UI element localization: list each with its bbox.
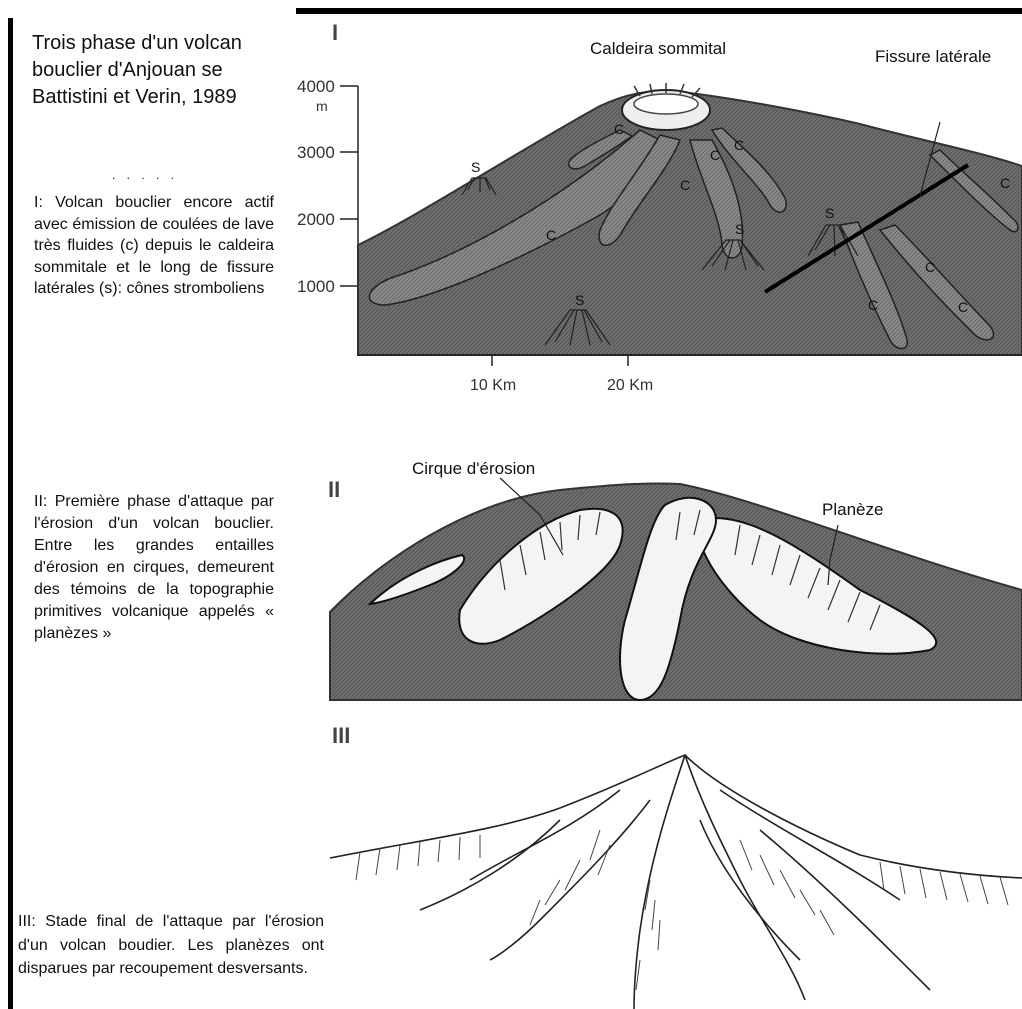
elevation-unit: m	[316, 98, 328, 114]
cone-marker-2: S	[575, 292, 584, 308]
flow-marker-1: C	[546, 227, 556, 243]
elevation-axis: 4000 m 3000 2000 1000	[297, 77, 358, 356]
cone-marker-1: S	[471, 159, 480, 175]
panel-label-2: II	[328, 477, 340, 502]
summit-caldera	[622, 83, 710, 130]
cirque-label: Cirque d'érosion	[412, 459, 535, 478]
final-stage-ridges	[330, 755, 1022, 1009]
flow-marker-8: C	[958, 299, 968, 315]
tick-10km: 10 Km	[470, 377, 516, 394]
flow-marker-7: C	[868, 297, 878, 313]
tick-4000: 4000	[297, 77, 335, 96]
caldera-label: Caldeira sommital	[590, 39, 726, 58]
flow-marker-5: C	[734, 137, 744, 153]
flow-marker-6: C	[925, 259, 935, 275]
cone-marker-4: S	[825, 205, 834, 221]
panel-label-1: I	[332, 20, 338, 45]
planeze-label: Planèze	[822, 500, 883, 519]
fissure-label: Fissure latérale	[875, 47, 991, 66]
flow-marker-2: C	[614, 121, 624, 137]
final-stage-hachures	[356, 830, 1008, 990]
cone-marker-3: S	[735, 221, 744, 237]
flow-marker-3: C	[680, 177, 690, 193]
distance-axis: 10 Km 20 Km	[358, 355, 1022, 394]
tick-1000: 1000	[297, 277, 335, 296]
panel-label-3: III	[332, 723, 350, 748]
tick-20km: 20 Km	[607, 377, 653, 394]
shield-volcano-body	[358, 91, 1022, 355]
tick-3000: 3000	[297, 143, 335, 162]
flow-marker-4: C	[710, 147, 720, 163]
tick-2000: 2000	[297, 210, 335, 229]
flow-marker-9: C	[1000, 175, 1010, 191]
